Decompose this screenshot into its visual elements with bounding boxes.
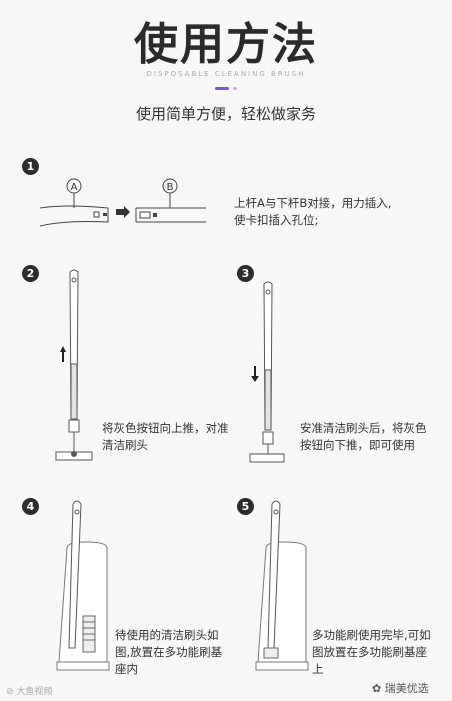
step-4-line-2: 图,放置在多功能刷基 — [115, 645, 223, 659]
step-2-number: 2 — [22, 265, 39, 282]
step-4-text: 待使用的清洁刷头如 图,放置在多功能刷基 座内 — [115, 627, 222, 678]
wechat-icon: ✿ — [372, 682, 385, 695]
step-4-number: 4 — [22, 498, 39, 515]
page-subtitle: DISPOSABLE CLEANING BRUSH — [146, 70, 306, 78]
step-1-illustration: A B — [39, 178, 206, 227]
watermark-right: ✿ 瑞美优选 — [372, 680, 429, 696]
step-5-holder-illustration — [255, 500, 309, 671]
step-3-number: 3 — [237, 265, 254, 282]
step-2-text: 将灰色按钮向上推，对准 清洁刷头 — [102, 420, 229, 454]
step-1-text: 上杆A与下杆B对接，用力插入, 使卡扣插入孔位; — [234, 195, 391, 229]
step-5-line-3: 上 — [312, 662, 324, 676]
step-4-holder-illustration — [56, 500, 110, 671]
step-5-line-2: 图放置在多功能刷基座 — [312, 645, 427, 659]
step-1-number: 1 — [22, 158, 39, 175]
step-1-label-a: A — [71, 182, 78, 193]
watermark-left-icon: ⊘ — [6, 687, 17, 697]
step-1-line-1: 上杆A与下杆B对接，用力插入, — [234, 196, 392, 210]
step-1-label-b: B — [167, 182, 174, 193]
step-3-line-1: 安准清洁刷头后，将灰色 — [300, 421, 427, 435]
step-5-line-1: 多功能刷使用完毕,可如 — [312, 628, 431, 642]
step-3-text: 安准清洁刷头后，将灰色 按钮向下推，即可使用 — [300, 420, 427, 454]
step-2-mop-illustration — [55, 269, 93, 461]
step-4-line-1: 待使用的清洁刷头如 — [115, 628, 219, 642]
watermark-left: ⊘ 大鱼视频 — [6, 684, 52, 697]
step-3-line-2: 按钮向下推，即可使用 — [300, 438, 415, 452]
step-4-line-3: 座内 — [115, 662, 138, 676]
watermark-left-text: 大鱼视频 — [16, 687, 53, 697]
step-2-line-2: 清洁刷头 — [102, 438, 148, 452]
watermark-right-text: 瑞美优选 — [384, 682, 429, 695]
accent-dot — [233, 87, 237, 90]
step-1-line-2: 使卡扣插入孔位; — [234, 213, 319, 227]
up-arrow-icon — [60, 346, 66, 362]
step-3-mop-illustration — [249, 281, 285, 463]
down-arrow-icon — [251, 366, 259, 382]
step-2-line-1: 将灰色按钮向上推，对准 — [102, 421, 229, 435]
page-title: 使用方法 — [134, 19, 318, 70]
step-5-number: 5 — [237, 498, 254, 515]
tagline: 使用简单方便，轻松做家务 — [135, 105, 316, 123]
accent-dash — [215, 87, 229, 90]
step-5-text: 多功能刷使用完毕,可如 图放置在多功能刷基座 上 — [312, 627, 431, 678]
